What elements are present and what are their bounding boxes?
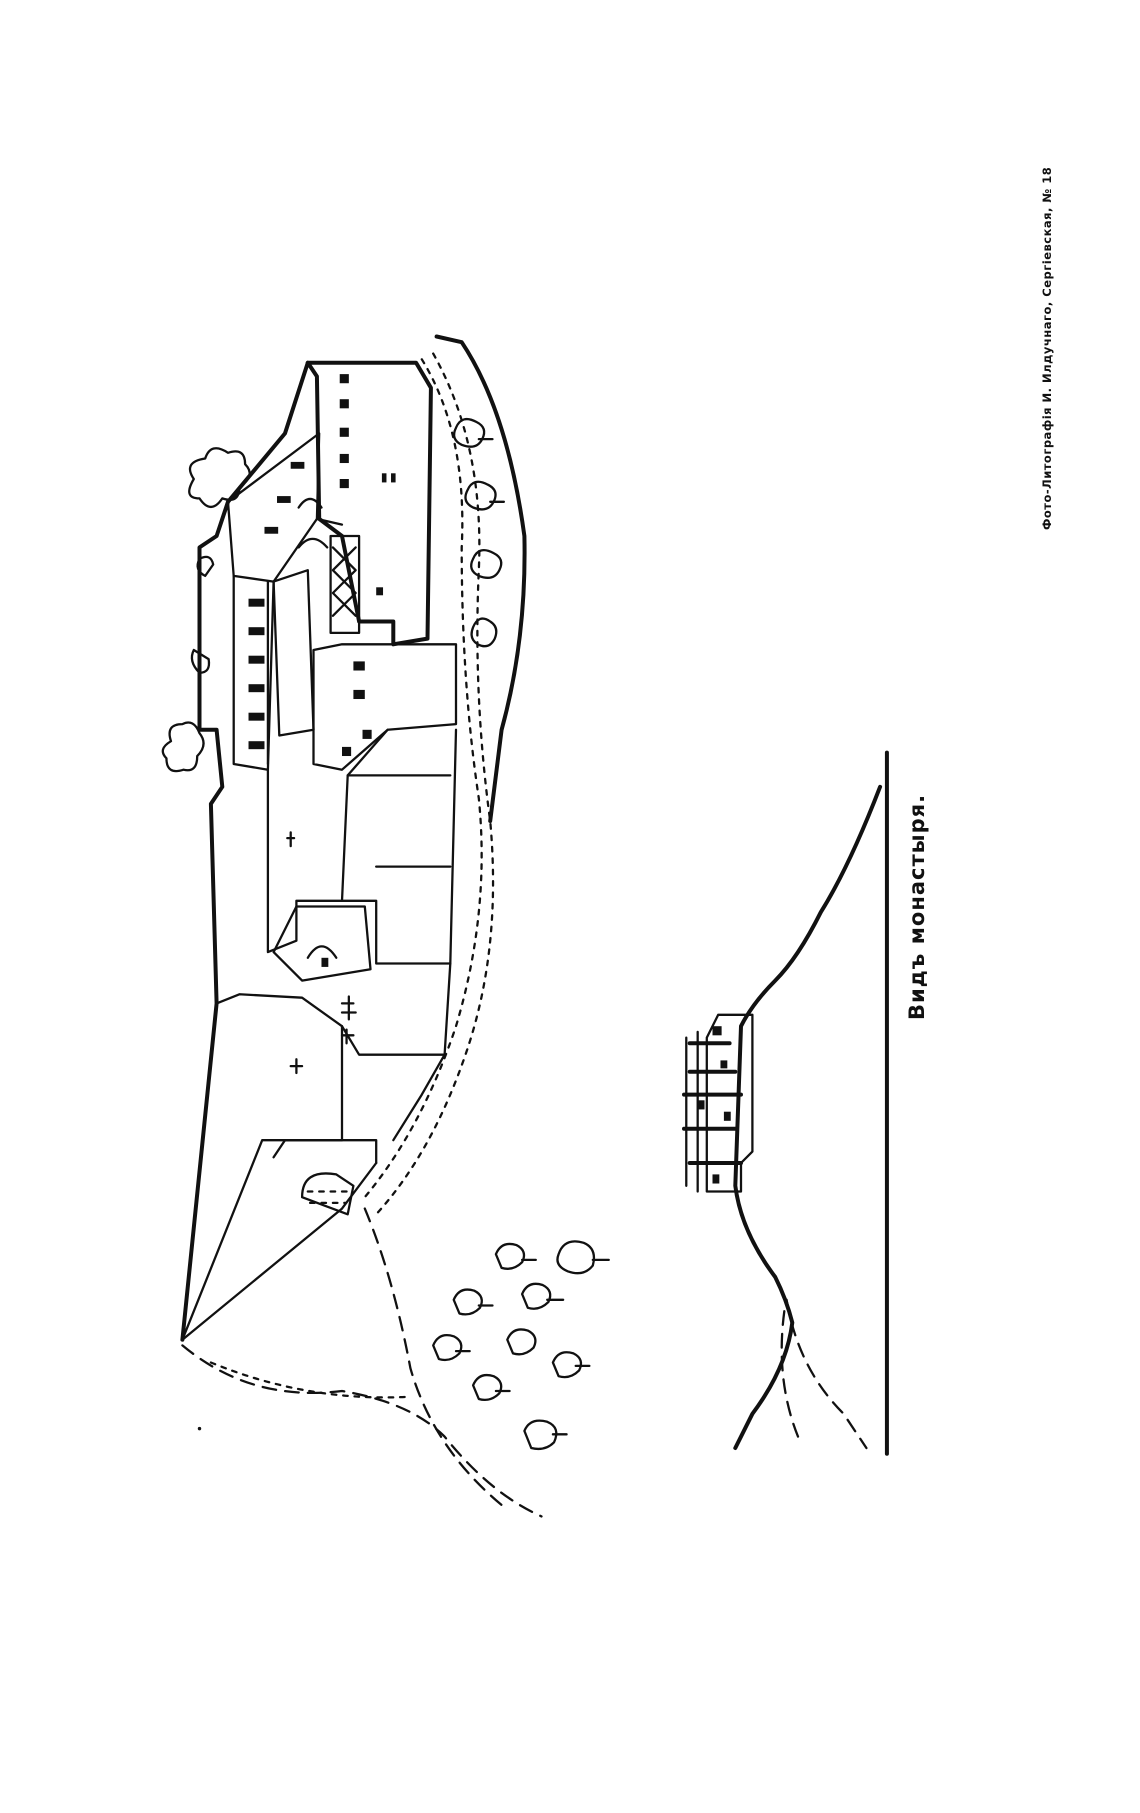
main-monastery-drawing xyxy=(180,334,543,1518)
figure-caption: Видъ монастыря. xyxy=(905,793,929,1020)
distant-view-drawing xyxy=(682,750,889,1456)
printer-imprint: Фото-Литографія И. Илдучнаго, Сергіевска… xyxy=(1040,166,1054,530)
trees xyxy=(161,417,610,1451)
